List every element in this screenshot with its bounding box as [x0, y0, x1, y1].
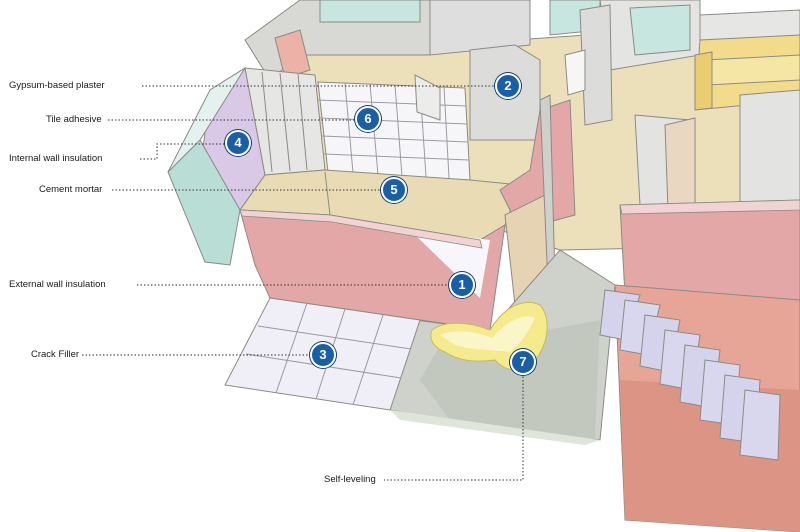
back-window-c — [629, 4, 691, 56]
door-frame — [564, 49, 586, 96]
callout-badge-1: 1 — [449, 272, 475, 298]
label-self-leveling: Self-leveling — [324, 474, 376, 485]
tile-grid — [317, 82, 470, 179]
label-gypsum-based-plaster: Gypsum-based plaster — [9, 80, 105, 91]
right-exterior-wall — [619, 199, 800, 301]
callout-badge-7: 7 — [510, 349, 536, 375]
back-room-wall-a — [429, 0, 531, 56]
right-door-panel — [664, 117, 696, 211]
leader-line-4 — [140, 143, 228, 160]
label-cement-mortar: Cement mortar — [39, 184, 103, 195]
sofa-arm — [694, 51, 713, 111]
label-internal-wall-insulation: Internal wall insulation — [9, 153, 103, 164]
callout-badge-5: 5 — [381, 177, 407, 203]
callout-badge-3: 3 — [310, 342, 336, 368]
leader-line-7 — [384, 373, 524, 481]
external-wall-top — [239, 209, 483, 249]
tiled-wall — [317, 81, 471, 181]
callout-badge-4: 4 — [225, 130, 251, 156]
sofa-seat — [704, 54, 800, 86]
self-leveling-highlight — [440, 316, 535, 352]
right-exterior-wall-top — [619, 199, 800, 215]
back-window — [319, 0, 421, 23]
back-pink-strip — [274, 29, 311, 79]
stair-steps — [599, 289, 781, 461]
leader-lines — [82, 85, 524, 481]
callout-badge-2: 2 — [495, 73, 521, 99]
label-external-wall-insulation: External wall insulation — [9, 279, 106, 290]
callout-badge-6: 6 — [355, 106, 381, 132]
label-crack-filler: Crack Filler — [31, 349, 80, 360]
label-tile-adhesive: Tile adhesive — [46, 114, 102, 125]
ground-edge — [390, 410, 600, 445]
